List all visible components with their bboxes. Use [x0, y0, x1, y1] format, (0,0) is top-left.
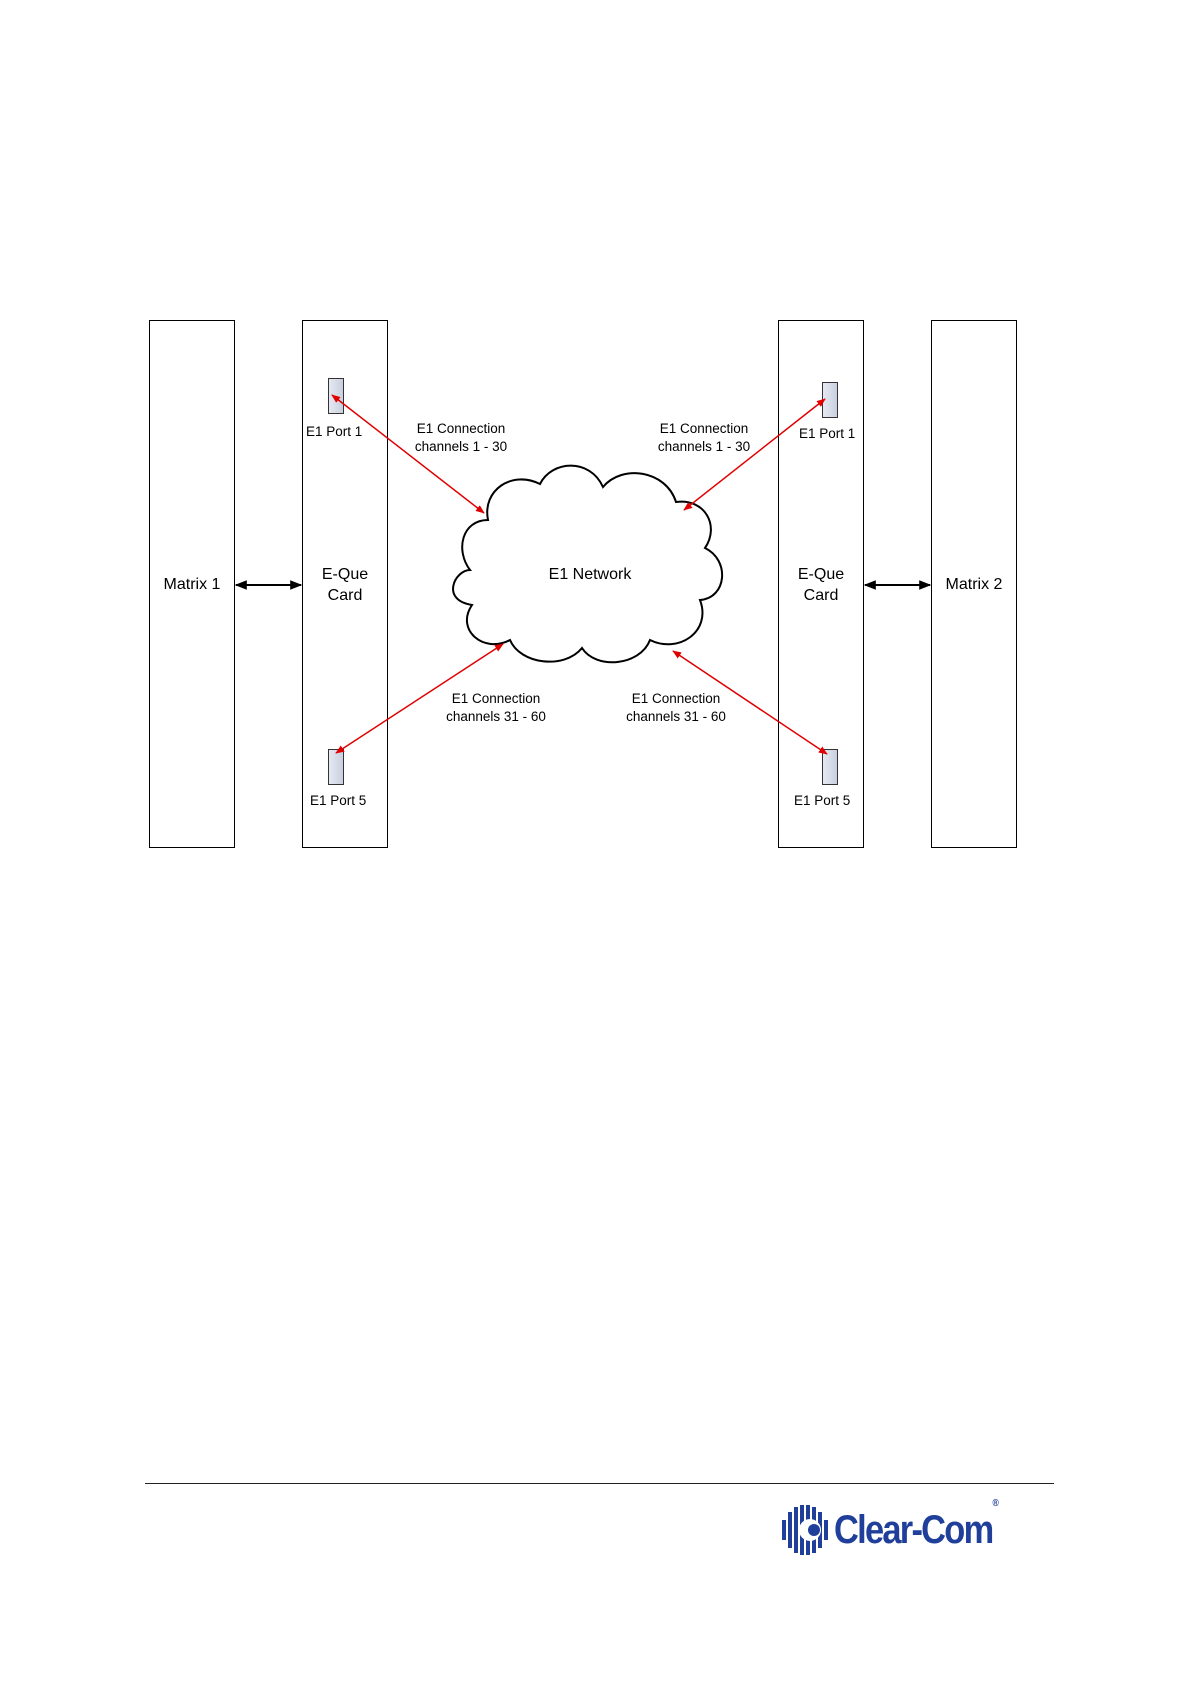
connection-label-top-left-line-2: channels 1 - 30	[403, 438, 519, 456]
clear-com-logo-text: Clear-Com®	[834, 1508, 997, 1553]
eque-card-right-label: E-Que Card	[778, 564, 864, 606]
e1-network-label: E1 Network	[530, 564, 650, 585]
logo-wordmark: Clear-Com	[834, 1508, 992, 1552]
clear-com-logo: Clear-Com®	[780, 1502, 1024, 1558]
port-left-bottom-label: E1 Port 5	[310, 792, 366, 810]
logo-registered-mark: ®	[992, 1498, 997, 1509]
connection-label-bottom-right-line-2: channels 31 - 60	[614, 708, 738, 726]
port-left-top-label: E1 Port 1	[306, 423, 362, 441]
port-right-top-label: E1 Port 1	[799, 425, 855, 443]
connection-label-top-right-line-2: channels 1 - 30	[646, 438, 762, 456]
eque-card-right-line-1: E-Que	[778, 564, 864, 585]
eque-card-left-line-1: E-Que	[302, 564, 388, 585]
connection-label-top-right: E1 Connection channels 1 - 30	[646, 420, 762, 456]
connection-label-bottom-left-line-1: E1 Connection	[434, 690, 558, 708]
matrix-2-label: Matrix 2	[931, 574, 1017, 595]
eque-card-right-line-2: Card	[778, 585, 864, 606]
clear-com-logo-icon	[780, 1502, 830, 1558]
connection-label-top-right-line-1: E1 Connection	[646, 420, 762, 438]
eque-card-left-label: E-Que Card	[302, 564, 388, 606]
connection-label-bottom-left-line-2: channels 31 - 60	[434, 708, 558, 726]
connection-label-top-left: E1 Connection channels 1 - 30	[403, 420, 519, 456]
connection-label-top-left-line-1: E1 Connection	[403, 420, 519, 438]
footer-divider	[145, 1483, 1054, 1484]
port-right-bottom-label: E1 Port 5	[794, 792, 850, 810]
connection-label-bottom-right: E1 Connection channels 31 - 60	[614, 690, 738, 726]
connection-label-bottom-left: E1 Connection channels 31 - 60	[434, 690, 558, 726]
connection-label-bottom-right-line-1: E1 Connection	[614, 690, 738, 708]
eque-card-left-line-2: Card	[302, 585, 388, 606]
matrix-1-label: Matrix 1	[149, 574, 235, 595]
